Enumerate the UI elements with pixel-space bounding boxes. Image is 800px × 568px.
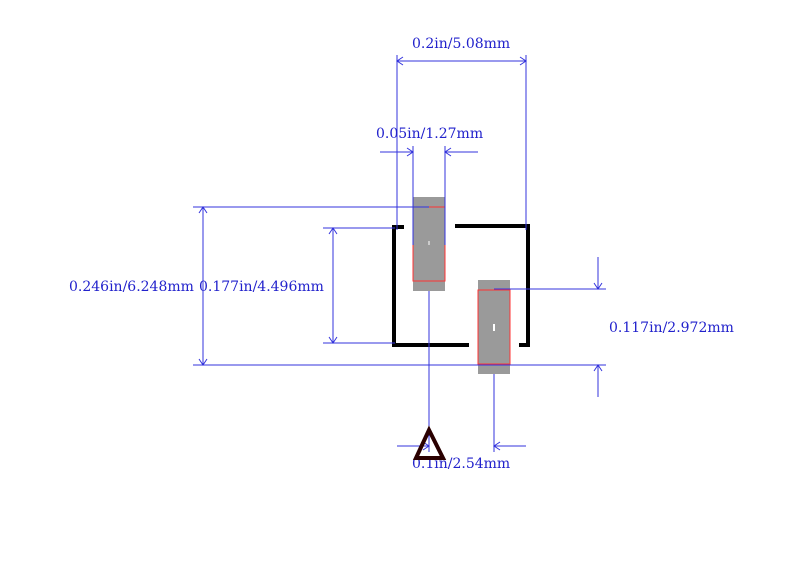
dimension-overall-height: 0.246in/6.248mm <box>69 206 606 366</box>
pad-width-label: 0.05in/1.27mm <box>376 126 483 142</box>
overall-width-label: 0.2in/5.08mm <box>412 36 510 52</box>
pad-1 <box>412 197 446 291</box>
pad-offset-label: 0.117in/2.972mm <box>609 320 734 336</box>
triangle-outline-icon <box>412 425 447 460</box>
body-outline <box>392 224 530 347</box>
overall-height-label: 0.246in/6.248mm <box>69 279 194 295</box>
dimension-body-height: 0.177in/4.496mm <box>199 227 395 344</box>
dimension-pad-offset: 0.117in/2.972mm <box>494 257 734 397</box>
dimension-pad-width: 0.05in/1.27mm <box>376 126 483 245</box>
dimension-overall-width: 0.2in/5.08mm <box>396 36 527 230</box>
pad-2 <box>477 280 511 374</box>
body-height-label: 0.177in/4.496mm <box>199 279 324 295</box>
